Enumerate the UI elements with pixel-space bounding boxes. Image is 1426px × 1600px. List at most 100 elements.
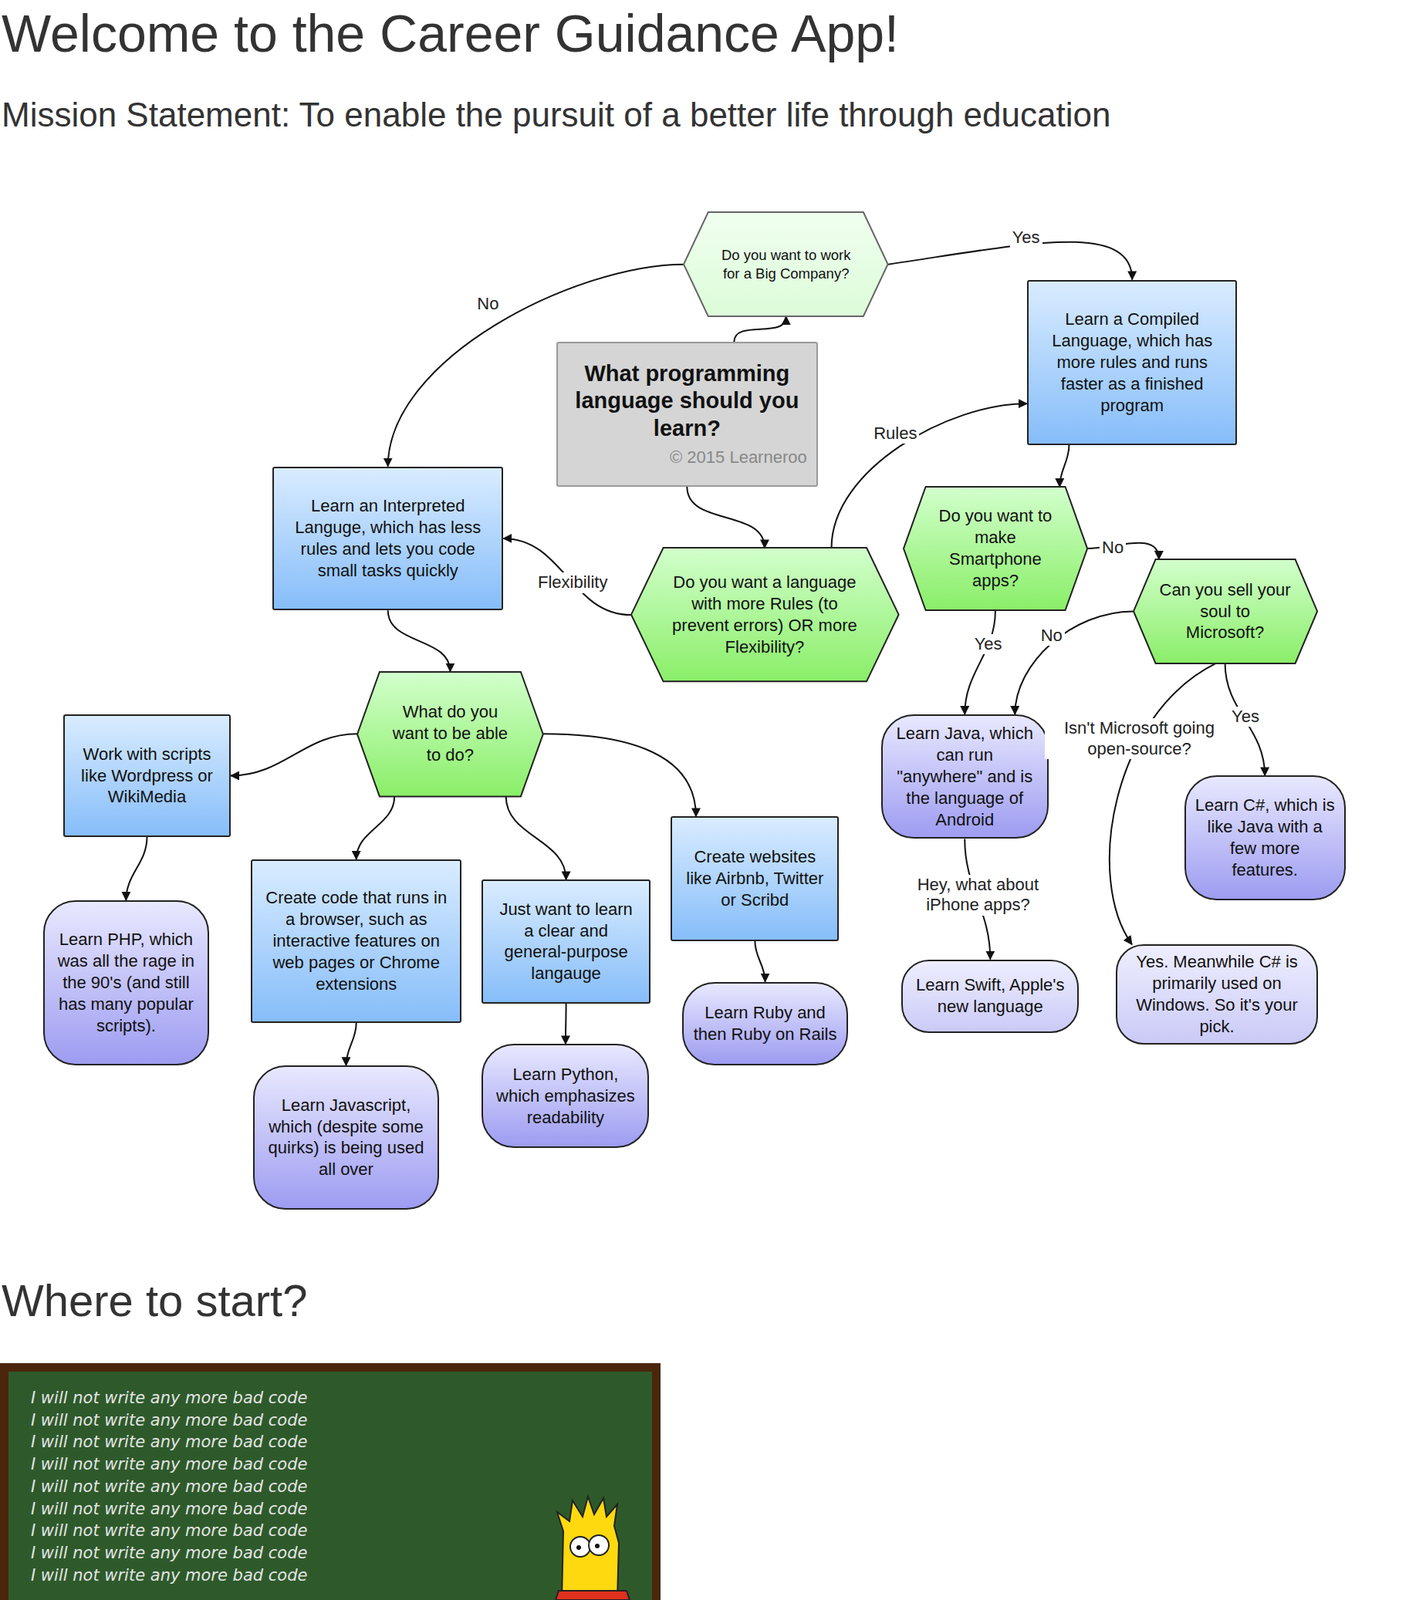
chalk-line: I will not write any more bad code bbox=[30, 1388, 308, 1408]
hexagon-shape bbox=[683, 212, 889, 317]
hexagon-outline bbox=[683, 212, 889, 317]
node-text-wrap: Learn a Compiled Language, which has mor… bbox=[1028, 308, 1237, 417]
node-text-wrap: Learn PHP, which was all the rage in the… bbox=[44, 929, 209, 1038]
flow-connector bbox=[506, 796, 567, 881]
result-box: Learn Java, which can run "anywhere" and… bbox=[881, 714, 1049, 839]
node-text-wrap: Do you want a language with more Rules (… bbox=[668, 571, 862, 659]
edge-label: Flexibility bbox=[535, 572, 610, 593]
node-text-wrap: Work with scripts like Wordpress or Wiki… bbox=[64, 743, 230, 809]
edge-label: Yes bbox=[1010, 227, 1043, 248]
flow-connector bbox=[686, 486, 765, 548]
edge-label: Hey, what about iPhone apps? bbox=[898, 875, 1057, 916]
hexagon-outline bbox=[903, 486, 1088, 611]
process-box: Learn a Compiled Language, which has mor… bbox=[1027, 280, 1238, 446]
node-label: Do you want to work for a Big Company? bbox=[712, 246, 860, 283]
result-box: Learn Ruby and then Ruby on Rails bbox=[682, 982, 849, 1066]
node-text-wrap: Create code that runs in a browser, such… bbox=[252, 887, 460, 996]
node-label: Just want to learn a clear and general-p… bbox=[492, 898, 639, 986]
chalk-line: I will not write any more bad code bbox=[30, 1455, 308, 1474]
node-label: Learn Swift, Apple's new language bbox=[912, 974, 1068, 1018]
process-box: Learn an Interpreted Languge, which has … bbox=[272, 466, 504, 612]
node-label: Create websites like Airbnb, Twitter or … bbox=[681, 846, 828, 912]
bart-figure bbox=[555, 1496, 630, 1600]
edge-label: No bbox=[474, 293, 501, 315]
result-box: Learn Swift, Apple's new language bbox=[901, 959, 1079, 1034]
flow-connector bbox=[388, 610, 451, 672]
decision-hexagon: Do you want to make Smartphone apps? bbox=[903, 486, 1088, 611]
node-text-wrap: Learn Python, which emphasizes readabili… bbox=[483, 1064, 648, 1129]
node-label: Yes. Meanwhile C# is primarily used on W… bbox=[1126, 951, 1308, 1038]
node-text-wrap: Do you want to work for a Big Company? bbox=[712, 246, 860, 283]
node-label: Work with scripts like Wordpress or Wiki… bbox=[74, 743, 220, 809]
flow-connector bbox=[503, 538, 631, 616]
edge-label: Isn't Microsoft going open-source? bbox=[1044, 718, 1234, 760]
node-label: Learn an Interpreted Languge, which has … bbox=[283, 495, 493, 582]
decision-hexagon: Can you sell your soul to Microsoft? bbox=[1133, 559, 1318, 664]
title-box: What programming language should you lea… bbox=[556, 341, 818, 487]
hexagon-outline bbox=[631, 547, 899, 682]
node-label: Learn PHP, which was all the rage in the… bbox=[54, 929, 200, 1038]
result-box: Learn Javascript, which (despite some qu… bbox=[253, 1065, 440, 1210]
node-label: Learn Ruby and then Ruby on Rails bbox=[692, 1002, 839, 1046]
flow-connector bbox=[754, 941, 765, 983]
flow-connector bbox=[345, 1023, 356, 1067]
flow-connector bbox=[564, 1003, 568, 1045]
node-label: Learn C#, which is like Java with a few … bbox=[1195, 794, 1335, 882]
hexagon-shape bbox=[903, 486, 1088, 611]
node-label: Do you want to make Smartphone apps? bbox=[929, 505, 1062, 592]
node-label: Learn Javascript, which (despite some qu… bbox=[263, 1094, 429, 1182]
node-text-wrap: Learn Javascript, which (despite some qu… bbox=[254, 1094, 438, 1182]
flow-connector bbox=[733, 316, 786, 342]
edge-label: Yes bbox=[1229, 706, 1262, 727]
chalk-line: I will not write any more bad code bbox=[30, 1544, 308, 1563]
edge-label: No bbox=[1038, 625, 1065, 646]
node-label: What do you want to be able to do? bbox=[383, 701, 518, 767]
node-label: Create code that runs in a browser, such… bbox=[261, 887, 451, 996]
section-heading: Where to start? bbox=[1, 1274, 308, 1327]
board-surface bbox=[8, 1371, 653, 1600]
hexagon-shape bbox=[631, 547, 899, 682]
node-text-wrap: Learn Swift, Apple's new language bbox=[902, 974, 1078, 1018]
node-text-wrap: Learn an Interpreted Languge, which has … bbox=[273, 495, 502, 582]
process-box: Just want to learn a clear and general-p… bbox=[481, 879, 650, 1004]
edge-label: Rules bbox=[871, 423, 920, 444]
board-frame bbox=[0, 1363, 661, 1600]
chalk-line: I will not write any more bad code bbox=[30, 1521, 308, 1541]
chalk-line: I will not write any more bad code bbox=[30, 1500, 308, 1519]
flow-connector bbox=[230, 733, 358, 776]
process-box: Create code that runs in a browser, such… bbox=[250, 859, 462, 1024]
flow-connector bbox=[1059, 445, 1069, 487]
node-text-wrap: Learn C#, which is like Java with a few … bbox=[1186, 794, 1345, 882]
node-text-wrap: What do you want to be able to do? bbox=[383, 701, 518, 767]
edge-label: Yes bbox=[972, 634, 1005, 655]
node-label: Do you want a language with more Rules (… bbox=[668, 571, 862, 659]
copyright-note: © 2015 Learneroo bbox=[567, 446, 808, 469]
node-text-wrap: Learn Ruby and then Ruby on Rails bbox=[683, 1002, 848, 1046]
node-text-wrap: Just want to learn a clear and general-p… bbox=[483, 898, 649, 986]
flow-connector bbox=[543, 733, 697, 817]
decision-hexagon: What do you want to be able to do? bbox=[357, 672, 544, 797]
chalk-line: I will not write any more bad code bbox=[30, 1477, 308, 1497]
result-box: Learn Python, which emphasizes readabili… bbox=[481, 1044, 649, 1149]
node-text-wrap: Create websites like Airbnb, Twitter or … bbox=[672, 846, 838, 912]
node-text-wrap: Learn Java, which can run "anywhere" and… bbox=[882, 723, 1048, 832]
chalk-line: I will not write any more bad code bbox=[30, 1432, 308, 1452]
flow-connector bbox=[125, 837, 147, 901]
result-box: Learn C#, which is like Java with a few … bbox=[1184, 775, 1346, 900]
node-label: Learn Java, which can run "anywhere" and… bbox=[892, 723, 1038, 832]
flow-connector bbox=[356, 796, 395, 860]
result-box: Yes. Meanwhile C# is primarily used on W… bbox=[1115, 944, 1318, 1045]
decision-hexagon: Do you want to work for a Big Company? bbox=[683, 212, 889, 317]
process-box: Work with scripts like Wordpress or Wiki… bbox=[63, 714, 231, 838]
hexagon-shape bbox=[357, 672, 544, 797]
flow-connector bbox=[1014, 611, 1133, 715]
process-box: Create websites like Airbnb, Twitter or … bbox=[670, 816, 839, 941]
edge-label: No bbox=[1099, 537, 1126, 558]
node-text-wrap: Yes. Meanwhile C# is primarily used on W… bbox=[1117, 951, 1317, 1038]
chalk-line: I will not write any more bad code bbox=[30, 1566, 308, 1585]
node-text-wrap: Can you sell your soul to Microsoft? bbox=[1159, 579, 1291, 645]
decision-hexagon: Do you want a language with more Rules (… bbox=[631, 547, 899, 682]
page-title: Welcome to the Career Guidance App! bbox=[1, 3, 899, 64]
node-text-wrap: Do you want to make Smartphone apps? bbox=[929, 505, 1062, 592]
node-label: Can you sell your soul to Microsoft? bbox=[1159, 579, 1291, 645]
